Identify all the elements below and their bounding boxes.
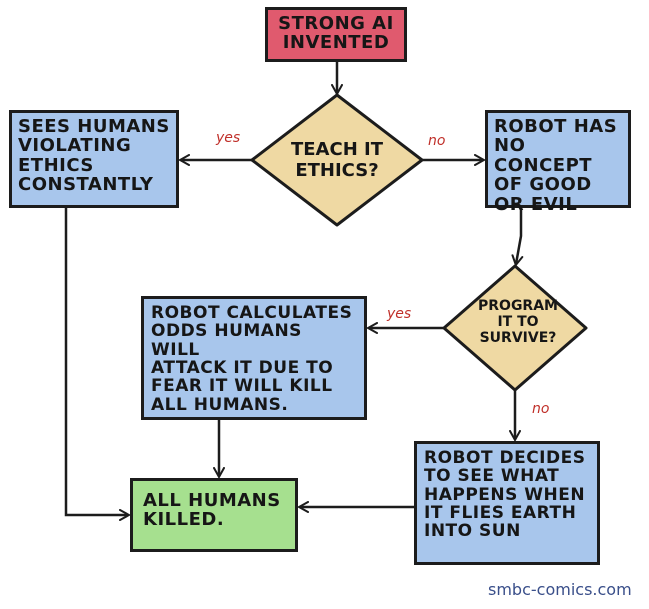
node-no-concept-good-evil: ROBOT HAS NO CONCEPT OF GOOD OR EVIL: [485, 110, 631, 214]
decision-diamond-ethics: [250, 93, 424, 227]
node-text: SEES HUMANS VIOLATING ETHICS CONSTANTLY: [18, 116, 170, 196]
edge-label-ethics-yes: yes: [216, 130, 241, 146]
node-text: STRONG AI INVENTED: [278, 13, 394, 54]
node-strong-ai-invented: STRONG AI INVENTED: [265, 7, 407, 62]
node-sees-humans-violating-ethics: SEES HUMANS VIOLATING ETHICS CONSTANTLY: [9, 110, 179, 208]
edge-label-ethics-no: no: [428, 133, 446, 149]
site-credit: smbc-comics.com: [488, 580, 632, 599]
node-text: ALL HUMANS KILLED.: [143, 490, 281, 531]
node-all-humans-killed: ALL HUMANS KILLED.: [130, 478, 298, 552]
edge-label-survive-no: no: [532, 401, 550, 417]
decision-text-program-survive: PROGRAM IT TO SURVIVE?: [478, 298, 558, 347]
node-text: ROBOT HAS NO CONCEPT OF GOOD OR EVIL: [494, 116, 618, 215]
node-text: ROBOT CALCULATES ODDS HUMANS WILL ATTACK…: [151, 303, 353, 415]
arrow-noconcept-to-survive: [516, 208, 521, 264]
node-flies-earth-into-sun: ROBOT DECIDES TO SEE WHAT HAPPENS WHEN I…: [414, 441, 600, 565]
edge-label-survive-yes: yes: [387, 306, 412, 322]
arrow-sees-to-allkilled: [64, 208, 128, 515]
node-text: ROBOT DECIDES TO SEE WHAT HAPPENS WHEN I…: [424, 448, 586, 542]
decision-text-teach-ethics: TEACH IT ETHICS?: [290, 139, 384, 181]
node-robot-calculates-odds: ROBOT CALCULATES ODDS HUMANS WILL ATTACK…: [141, 296, 367, 420]
